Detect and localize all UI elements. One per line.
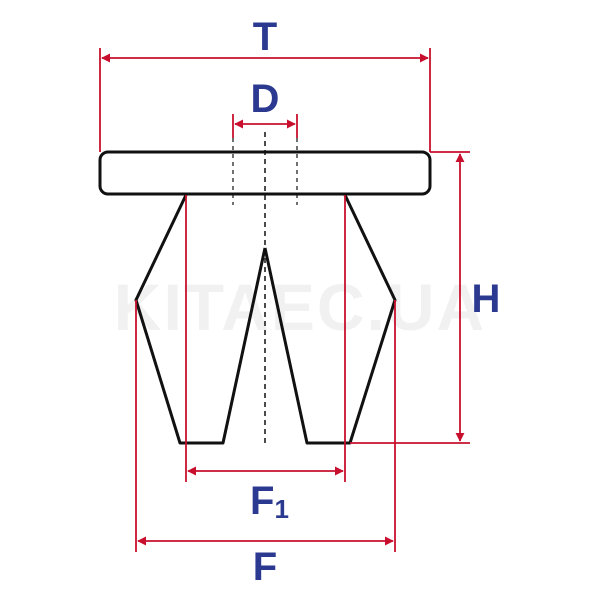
f1-label-subscript: 1 [274, 494, 288, 524]
f-label: F [253, 545, 277, 589]
f1-label-main: F [250, 479, 274, 523]
watermark-text: KITAEC.UA [114, 270, 486, 344]
d-label: D [251, 77, 280, 121]
clip-left-leg [134, 194, 267, 445]
t-label: T [253, 15, 277, 59]
h-label: H [472, 277, 501, 321]
f1-label: F1 [250, 479, 289, 524]
